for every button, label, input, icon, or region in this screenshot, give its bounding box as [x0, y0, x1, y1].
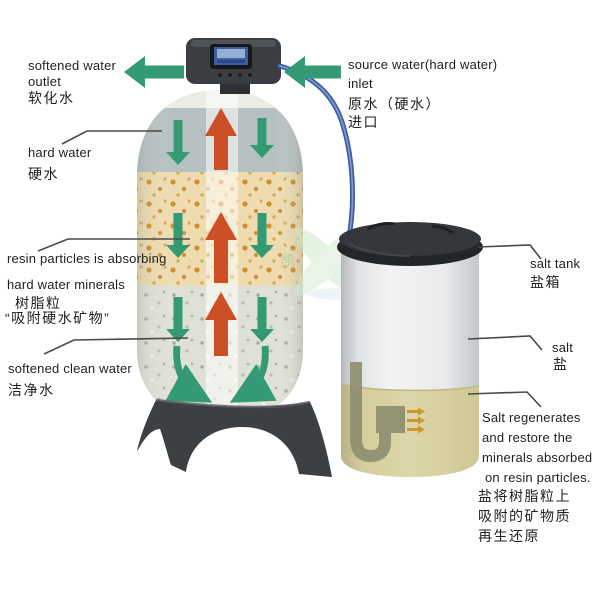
- label-softened-outlet-en2: outlet: [28, 74, 62, 89]
- tank-shading: [137, 90, 303, 420]
- label-resin-en2: hard water minerals: [7, 277, 125, 292]
- label-softened-outlet-en1: softened water: [28, 58, 117, 73]
- label-source-en1: source water(hard water): [348, 57, 498, 72]
- label-softened-outlet-zh: 软化水: [28, 90, 75, 106]
- label-regen-en4: on resin particles.: [485, 470, 591, 485]
- leader-line-resin: [37, 238, 190, 252]
- label-salt-tank-en: salt tank: [530, 256, 581, 271]
- label-resin-zh1: 树脂粒: [15, 295, 62, 311]
- label-regen-zh2: 吸附的矿物质: [478, 508, 571, 524]
- label-source-zh2: 进口: [348, 114, 379, 130]
- label-source-zh1: 原水（硬水）: [348, 96, 441, 112]
- label-regen-en2: and restore the: [482, 430, 573, 445]
- leader-line-salt-tank: [477, 244, 542, 260]
- lcd-display: [210, 44, 252, 69]
- label-source-en2: inlet: [348, 76, 373, 91]
- control-valve: [186, 38, 281, 94]
- brine-pickup-tube: [350, 362, 405, 463]
- leader-line-hard-water: [61, 130, 162, 145]
- label-regen-zh3: 再生还原: [478, 528, 540, 544]
- label-salt-tank-zh: 盐箱: [530, 274, 561, 290]
- label-hard-water-en: hard water: [28, 145, 92, 160]
- salt-tank-lid: [337, 222, 483, 266]
- valve-buttons: [218, 73, 252, 77]
- label-hard-water-zh: 硬水: [28, 166, 59, 182]
- inlet-arrow-icon: [284, 56, 341, 88]
- label-resin-en1: resin particles is absorbing: [7, 251, 167, 266]
- connector-tube-highlight: [279, 65, 354, 244]
- label-clean-water-en: softened clean water: [8, 361, 132, 376]
- label-regen-zh1: 盐将树脂粒上: [478, 488, 571, 504]
- salt-tank: [337, 222, 483, 477]
- tank-base: [137, 398, 332, 477]
- label-salt-en: salt: [552, 340, 574, 355]
- brine-flow-arrows-icon: [407, 407, 425, 434]
- label-clean-water-zh: 洁净水: [8, 382, 55, 398]
- watermark-char: 凯: [280, 253, 295, 270]
- leader-line-salt: [467, 335, 543, 351]
- label-salt-zh: 盐: [553, 356, 569, 372]
- leader-line-regen: [467, 391, 542, 408]
- label-resin-zh2: “吸附硬水矿物”: [5, 310, 111, 326]
- base-rim-highlight: [155, 398, 311, 409]
- outlet-arrow-icon: [124, 56, 184, 88]
- label-regen-en3: minerals absorbed: [482, 450, 593, 465]
- leader-line-clean-water: [43, 337, 189, 355]
- label-regen-en1: Salt regenerates: [482, 410, 581, 425]
